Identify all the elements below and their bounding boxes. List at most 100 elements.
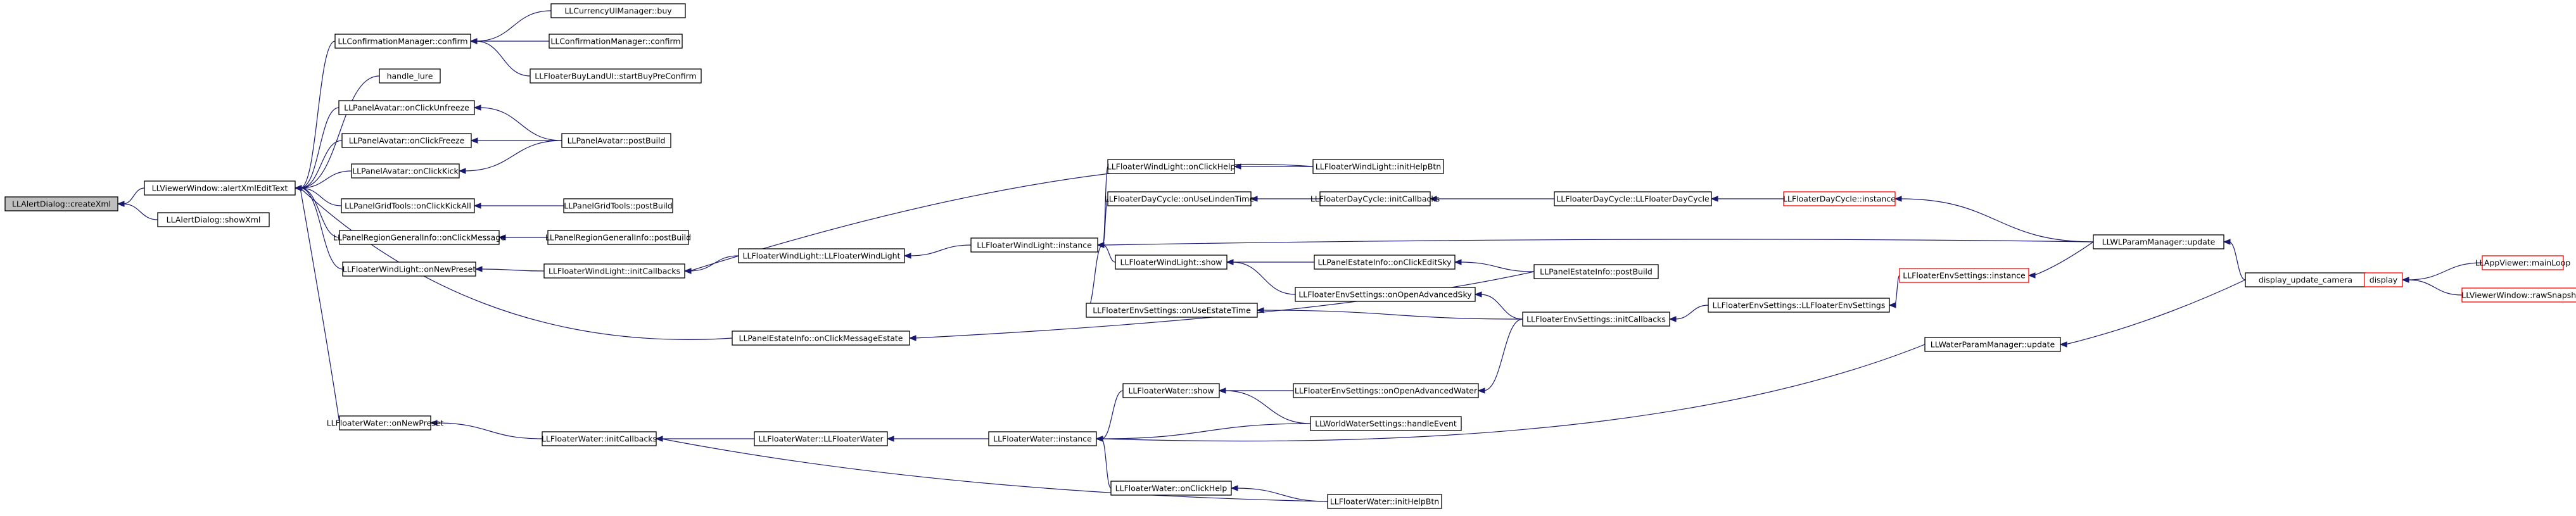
node-n19[interactable]: LLFloaterWindLight::instance (970, 237, 1098, 253)
node-n10[interactable]: LLPanelAvatar::onClickKick (351, 163, 460, 179)
node-label: LLFloaterDayCycle::onUseLindenTime (1105, 194, 1255, 204)
node-n17[interactable]: LLFloaterWindLight::initCallbacks (543, 263, 685, 279)
node-n11[interactable]: LLPanelAvatar::postBuild (561, 133, 671, 148)
node-n16[interactable]: LLFloaterWindLight::onNewPreset (342, 261, 476, 277)
node-n22[interactable]: LLFloaterDayCycle::onUseLindenTime (1105, 191, 1255, 206)
node-n28[interactable]: LLPanelEstateInfo::postBuild (1533, 264, 1659, 279)
node-box (542, 431, 657, 446)
edge-n31-to-n29 (1480, 294, 1523, 320)
node-n36[interactable]: display (2364, 272, 2403, 287)
edge-n21-to-n17 (689, 163, 1314, 272)
arrowhead-icon (908, 335, 917, 341)
arrowhead-icon (1233, 163, 1241, 170)
node-n20[interactable]: LLFloaterWindLight::onClickHelp (1107, 159, 1236, 174)
node-box (339, 230, 500, 245)
node-n0[interactable]: LLAlertDialog::createXml (4, 196, 118, 211)
node-n2[interactable]: LLAlertDialog::showXml (157, 212, 270, 227)
edge-n42-to-n41 (435, 422, 543, 439)
node-box (1899, 268, 2029, 283)
node-n39[interactable]: LLPanelEstateInfo::onClickMessageEstate (732, 330, 910, 346)
node-n37[interactable]: LLAppViewer::mainLoop (2475, 255, 2571, 270)
node-label: LLFloaterWater::instance (993, 434, 1092, 444)
node-n38[interactable]: LLViewerWindow::rawSnapshot (2461, 287, 2576, 303)
node-n30[interactable]: LLFloaterEnvSettings::onUseEstateTime (1086, 303, 1258, 318)
node-label: LLWorldWaterSettings::handleEvent (1315, 419, 1457, 429)
node-label: LLPanelAvatar::onClickFreeze (349, 136, 465, 146)
node-box (2364, 272, 2403, 287)
node-label: LLFloaterDayCycle::instance (1783, 194, 1896, 204)
node-label: LLPanelGridTools::postBuild (564, 201, 672, 211)
node-n15[interactable]: LLPanelRegionGeneralInfo::postBuild (545, 230, 691, 245)
node-n31[interactable]: LLFloaterEnvSettings::initCallbacks (1522, 311, 1670, 327)
edge-n19-to-n18 (909, 244, 972, 256)
node-label: LLPanelEstateInfo::onClickEditSky (1318, 258, 1452, 267)
node-box (1295, 287, 1476, 302)
edge-n38-to-n36 (2407, 279, 2463, 296)
arrowhead-icon (2223, 239, 2231, 245)
node-box (543, 263, 685, 279)
node-box (1314, 255, 1456, 270)
edge-n40-to-n44 (1101, 344, 1926, 442)
node-label: LLFloaterEnvSettings::onOpenAdvancedSky (1298, 290, 1472, 299)
node-box (379, 68, 441, 84)
node-n24[interactable]: LLFloaterDayCycle::LLFloaterDayCycle (1554, 191, 1712, 206)
node-n21[interactable]: LLFloaterWindLight::initHelpBtn (1312, 159, 1444, 174)
node-n35[interactable]: display_update_camera (2245, 272, 2366, 287)
node-n44[interactable]: LLFloaterWater::instance (988, 431, 1097, 446)
node-box (1533, 264, 1659, 279)
node-n23[interactable]: LLFloaterDayCycle::initCallbacks (1310, 191, 1440, 206)
arrowhead-icon (2059, 341, 2067, 348)
edge-n29-to-n26 (1231, 261, 1296, 295)
node-n40[interactable]: LLWaterParamManager::update (1924, 337, 2061, 352)
node-n5[interactable]: LLConfirmationManager::confirm (549, 34, 683, 49)
node-label: LLFloaterDayCycle::LLFloaterDayCycle (1556, 194, 1710, 204)
node-n7[interactable]: handle_lure (379, 68, 441, 84)
edge-n11-to-n10 (464, 140, 562, 172)
arrowhead-icon (1095, 436, 1103, 442)
node-n3[interactable]: LLConfirmationManager::confirm (334, 34, 471, 49)
node-n42[interactable]: LLFloaterWater::initCallbacks (542, 431, 657, 446)
arrowhead-icon (683, 268, 692, 274)
node-n12[interactable]: LLPanelGridTools::onClickKickAll (341, 198, 475, 213)
node-n8[interactable]: LLPanelAvatar::onClickUnfreeze (338, 100, 475, 115)
node-box (1086, 303, 1258, 318)
node-n48[interactable]: LLFloaterWater::onClickHelp (1110, 481, 1232, 496)
node-n49[interactable]: LLFloaterWater::initHelpBtn (1327, 494, 1442, 509)
node-n41[interactable]: LLFloaterWater::onNewPreset (327, 415, 444, 431)
node-box (1924, 337, 2061, 352)
node-n32[interactable]: LLFloaterEnvSettings::LLFloaterEnvSettin… (1708, 298, 1890, 313)
node-box (549, 34, 683, 49)
node-label: LLFloaterWater::initCallbacks (542, 434, 657, 444)
node-box (988, 431, 1097, 446)
node-box (1122, 383, 1220, 398)
node-n1[interactable]: LLViewerWindow::alertXmlEditText (144, 180, 296, 196)
node-n9[interactable]: LLPanelAvatar::onClickFreeze (341, 133, 472, 148)
edge-n10-to-n1 (300, 170, 352, 189)
node-n45[interactable]: LLFloaterWater::show (1122, 383, 1220, 398)
edge-n30-to-n19 (1086, 244, 1103, 311)
node-n18[interactable]: LLFloaterWindLight::LLFloaterWindLight (738, 248, 905, 263)
node-n6[interactable]: LLFloaterBuyLandUI::startBuyPreConfirm (530, 68, 702, 84)
node-n13[interactable]: LLPanelGridTools::postBuild (563, 198, 673, 213)
node-box (1783, 191, 1896, 206)
node-n26[interactable]: LLFloaterWindLight::show (1115, 255, 1228, 270)
node-n43[interactable]: LLFloaterWater::LLFloaterWater (754, 431, 888, 446)
edge-n47-to-n45 (1224, 390, 1311, 424)
node-n27[interactable]: LLPanelEstateInfo::onClickEditSky (1314, 255, 1456, 270)
edge-n6-to-n3 (475, 41, 531, 77)
node-n33[interactable]: LLFloaterEnvSettings::instance (1899, 268, 2029, 283)
node-n29[interactable]: LLFloaterEnvSettings::onOpenAdvancedSky (1295, 287, 1476, 302)
node-n25[interactable]: LLFloaterDayCycle::instance (1783, 191, 1896, 206)
node-n47[interactable]: LLWorldWaterSettings::handleEvent (1310, 416, 1462, 431)
node-n46[interactable]: LLFloaterEnvSettings::onOpenAdvancedWate… (1293, 383, 1479, 398)
node-label: LLFloaterWindLight::instance (977, 241, 1092, 250)
node-box (342, 261, 476, 277)
arrowhead-icon (1429, 196, 1437, 202)
node-n4[interactable]: LLCurrencyUIManager::buy (550, 3, 686, 18)
arrowhead-icon (1096, 242, 1105, 248)
node-n34[interactable]: LLWLParamManager::update (2093, 234, 2224, 249)
node-n14[interactable]: LLPanelRegionGeneralInfo::onClickMessage (333, 230, 505, 245)
arrowhead-icon (1710, 196, 1718, 202)
arrowhead-icon (1218, 387, 1226, 394)
